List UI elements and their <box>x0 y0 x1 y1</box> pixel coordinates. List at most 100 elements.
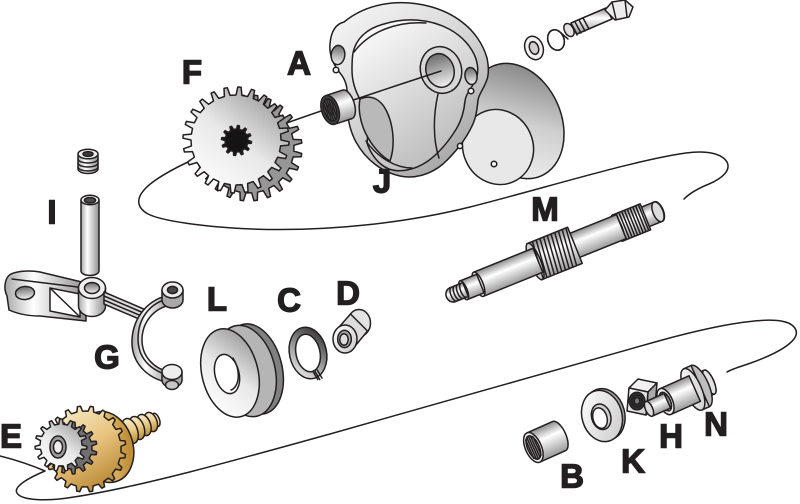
hatch-line <box>621 211 633 238</box>
label-L: L <box>206 280 228 318</box>
label-K: K <box>620 442 645 480</box>
label-A: A <box>286 44 311 82</box>
spline-line <box>323 103 330 120</box>
label-B: B <box>559 457 584 495</box>
housing-pocket <box>358 96 394 162</box>
label-I: I <box>47 193 58 231</box>
leader-loop-lower <box>0 319 798 501</box>
part-e-brass-gear-graphic <box>34 405 161 493</box>
thread-ring <box>77 158 99 164</box>
part-f-gear-graphic <box>182 86 303 202</box>
fork-arm-line <box>103 295 147 315</box>
label-H: H <box>658 417 683 455</box>
hatch-line <box>524 439 535 460</box>
crescent-bottom-boss <box>161 363 183 381</box>
label-M: M <box>531 190 560 228</box>
bolt-thread <box>582 17 590 30</box>
bushing-d-bore-inner <box>339 332 349 347</box>
strap-window-bar <box>49 287 81 318</box>
strap-edge-line <box>11 278 87 289</box>
lock-washer-graphic <box>546 29 569 51</box>
grommet-hole-shadow <box>230 357 239 391</box>
snap-ring-gap-edge <box>312 370 319 381</box>
crescent-top-boss-hole <box>166 285 179 295</box>
shaft-tip-cap <box>651 201 665 223</box>
bolt-thread <box>574 21 582 34</box>
part-n-fitting-graphic <box>643 364 717 418</box>
thread-ring <box>77 166 99 172</box>
thread-ring <box>452 285 461 301</box>
part-m-shaft-graphic <box>445 200 666 303</box>
strap-slot <box>14 285 36 301</box>
part-i-pin-graphic <box>80 194 100 277</box>
gear-f-spline-bore <box>220 124 253 157</box>
part-j-housing-graphic <box>329 1 565 186</box>
hatch-line <box>554 232 567 271</box>
thread-ring <box>458 283 467 298</box>
bolt-head-facet <box>611 1 617 20</box>
fork-boss-hole <box>83 281 101 295</box>
hatch-line <box>532 435 542 456</box>
lock-washer-metal <box>546 29 566 51</box>
needle-rollers <box>524 435 542 460</box>
bolt-head-facet <box>624 0 628 18</box>
hatch-line <box>527 435 540 460</box>
label-F: F <box>181 53 203 91</box>
hatch-line <box>626 208 639 236</box>
housing-flange-hole <box>456 142 464 150</box>
label-D: D <box>335 274 360 312</box>
part-k-washer-graphic <box>580 387 626 443</box>
mount-ear-pinhole <box>332 66 340 74</box>
hatch-line <box>618 212 630 239</box>
part-h-nut-graphic <box>626 378 658 416</box>
washer-hole <box>528 40 540 56</box>
part-c-snap-ring-graphic <box>288 326 328 381</box>
part-b-needle-bushing-graphic <box>522 420 569 464</box>
fitting-end-cap <box>701 369 717 395</box>
pin-body <box>80 199 100 277</box>
hatch-line <box>561 229 574 268</box>
set-screw-socket <box>82 150 94 158</box>
nut-thread-ring <box>631 394 643 408</box>
hatch-line <box>565 227 578 266</box>
label-E: E <box>0 417 23 455</box>
spline-line <box>330 100 338 117</box>
crescent-channel-line <box>137 298 168 376</box>
pin-bore <box>83 196 97 204</box>
hex-bolt-graphic <box>563 0 634 38</box>
snap-ring-gap-edge <box>316 369 323 379</box>
bolt-thread <box>578 19 586 32</box>
hatch-line <box>542 236 556 275</box>
thread-ring <box>77 162 99 168</box>
drum-bolt-hole <box>490 160 498 168</box>
hatch-line <box>550 233 563 272</box>
set-screw-graphic <box>77 148 99 175</box>
hatch-line <box>535 239 548 278</box>
housing-side-hole <box>464 66 478 86</box>
set-screw-body <box>77 154 99 175</box>
housing-ridge-line <box>353 22 427 53</box>
label-N: N <box>703 405 728 443</box>
thread-ring <box>455 284 464 300</box>
lock-washer-gap <box>560 32 569 40</box>
thread-ring <box>449 286 457 302</box>
hatch-line <box>539 238 552 277</box>
gear-e-bore <box>52 439 64 455</box>
part-g-fork-graphic <box>4 270 184 391</box>
housing-bore <box>424 52 456 89</box>
housing-drum-face <box>461 108 535 186</box>
hatch-line <box>637 204 650 231</box>
hatch-line <box>529 435 541 459</box>
housing-side-pinhole <box>467 87 475 95</box>
bushing-a-center <box>326 104 334 116</box>
snap-ring-inner <box>294 333 322 373</box>
part-a-bushing-graphic <box>320 89 357 126</box>
mount-ear-hole <box>330 44 346 66</box>
hatch-line <box>629 207 642 235</box>
hatch-line <box>623 209 636 237</box>
nut-bore-center <box>633 396 641 406</box>
washer-k-hole-inner <box>591 407 609 430</box>
label-J: J <box>372 162 392 200</box>
part-d-bushing-graphic <box>332 308 372 354</box>
